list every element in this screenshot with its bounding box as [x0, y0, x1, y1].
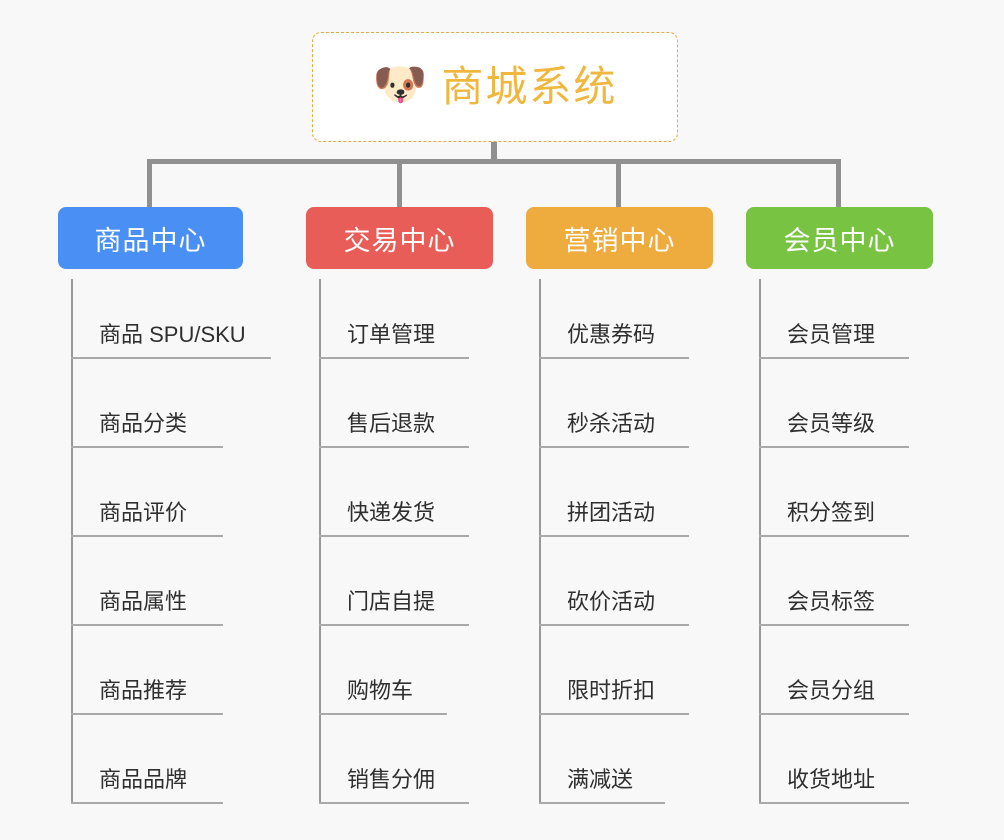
connector-drop-1	[147, 159, 152, 209]
list-item[interactable]: 购物车	[319, 628, 506, 717]
list-item-label: 商品评价	[99, 500, 188, 525]
list-item-label: 会员等级	[787, 411, 876, 436]
list-item[interactable]: 门店自提	[319, 539, 506, 628]
list-item[interactable]: 商品评价	[71, 450, 288, 539]
list-item[interactable]: 销售分佣	[319, 717, 506, 806]
list-item-label: 满减送	[567, 767, 634, 792]
connector-horizontal-bar	[147, 159, 841, 164]
children-list-member-center: 会员管理 会员等级 积分签到 会员标签 会员分组 收货地址	[746, 279, 946, 806]
list-item[interactable]: 快递发货	[319, 450, 506, 539]
list-item[interactable]: 会员管理	[759, 279, 946, 361]
list-item[interactable]: 满减送	[539, 717, 726, 806]
list-item-label: 商品属性	[99, 589, 188, 614]
list-item-label: 收货地址	[787, 767, 876, 792]
branch-marketing-center: 营销中心 优惠券码 秒杀活动 拼团活动 砍价活动 限时折扣 满减送	[526, 207, 726, 806]
root-title: 商城系统	[441, 63, 618, 110]
list-item-label: 快递发货	[347, 500, 436, 525]
category-header-label: 营销中心	[563, 225, 676, 256]
category-header-label: 商品中心	[94, 225, 207, 256]
branch-trade-center: 交易中心 订单管理 售后退款 快递发货 门店自提 购物车 销售分佣	[306, 207, 506, 806]
root-node[interactable]: 🐶 商城系统	[312, 32, 678, 142]
list-item[interactable]: 限时折扣	[539, 628, 726, 717]
list-item[interactable]: 收货地址	[759, 717, 946, 806]
list-item-label: 拼团活动	[567, 500, 656, 525]
list-item[interactable]: 砍价活动	[539, 539, 726, 628]
connector-drop-4	[836, 159, 841, 209]
list-item-label: 秒杀活动	[567, 411, 656, 436]
list-item-label: 砍价活动	[567, 589, 656, 614]
category-header-label: 交易中心	[343, 225, 456, 256]
category-header-product-center[interactable]: 商品中心	[58, 207, 243, 269]
connector-stem	[491, 142, 497, 162]
category-header-marketing-center[interactable]: 营销中心	[526, 207, 713, 269]
branch-member-center: 会员中心 会员管理 会员等级 积分签到 会员标签 会员分组 收货地址	[746, 207, 946, 806]
list-item-label: 积分签到	[787, 500, 876, 525]
list-item-label: 限时折扣	[567, 678, 656, 703]
connector-drop-2	[397, 159, 402, 209]
list-item[interactable]: 订单管理	[319, 279, 506, 361]
dog-face-icon: 🐶	[372, 60, 428, 109]
list-item-label: 购物车	[347, 678, 414, 703]
list-item[interactable]: 优惠券码	[539, 279, 726, 361]
list-item-label: 门店自提	[347, 589, 436, 614]
category-header-member-center[interactable]: 会员中心	[746, 207, 933, 269]
children-list-marketing-center: 优惠券码 秒杀活动 拼团活动 砍价活动 限时折扣 满减送	[526, 279, 726, 806]
list-item[interactable]: 会员等级	[759, 361, 946, 450]
category-header-trade-center[interactable]: 交易中心	[306, 207, 493, 269]
category-header-label: 会员中心	[783, 225, 896, 256]
list-item-label: 订单管理	[347, 322, 436, 347]
list-item-label: 会员标签	[787, 589, 876, 614]
list-item-label: 优惠券码	[567, 322, 656, 347]
children-list-product-center: 商品 SPU/SKU 商品分类 商品评价 商品属性 商品推荐 商品品牌	[58, 279, 288, 806]
list-item-label: 商品分类	[99, 411, 188, 436]
list-item-label: 商品推荐	[99, 678, 188, 703]
connector-drop-3	[616, 159, 621, 209]
list-item-label: 商品 SPU/SKU	[99, 322, 246, 347]
list-item[interactable]: 商品属性	[71, 539, 288, 628]
list-item[interactable]: 会员分组	[759, 628, 946, 717]
children-list-trade-center: 订单管理 售后退款 快递发货 门店自提 购物车 销售分佣	[306, 279, 506, 806]
list-item-label: 销售分佣	[347, 767, 436, 792]
branch-product-center: 商品中心 商品 SPU/SKU 商品分类 商品评价 商品属性 商品推荐 商品品牌	[58, 207, 288, 806]
list-item[interactable]: 拼团活动	[539, 450, 726, 539]
list-item[interactable]: 商品分类	[71, 361, 288, 450]
list-item-label: 售后退款	[347, 411, 436, 436]
list-item[interactable]: 会员标签	[759, 539, 946, 628]
list-item[interactable]: 商品推荐	[71, 628, 288, 717]
list-item-label: 会员管理	[787, 322, 876, 347]
list-item[interactable]: 售后退款	[319, 361, 506, 450]
list-item[interactable]: 商品 SPU/SKU	[71, 279, 288, 361]
list-item[interactable]: 积分签到	[759, 450, 946, 539]
list-item-label: 会员分组	[787, 678, 876, 703]
list-item-label: 商品品牌	[99, 767, 188, 792]
list-item[interactable]: 秒杀活动	[539, 361, 726, 450]
list-item[interactable]: 商品品牌	[71, 717, 288, 806]
